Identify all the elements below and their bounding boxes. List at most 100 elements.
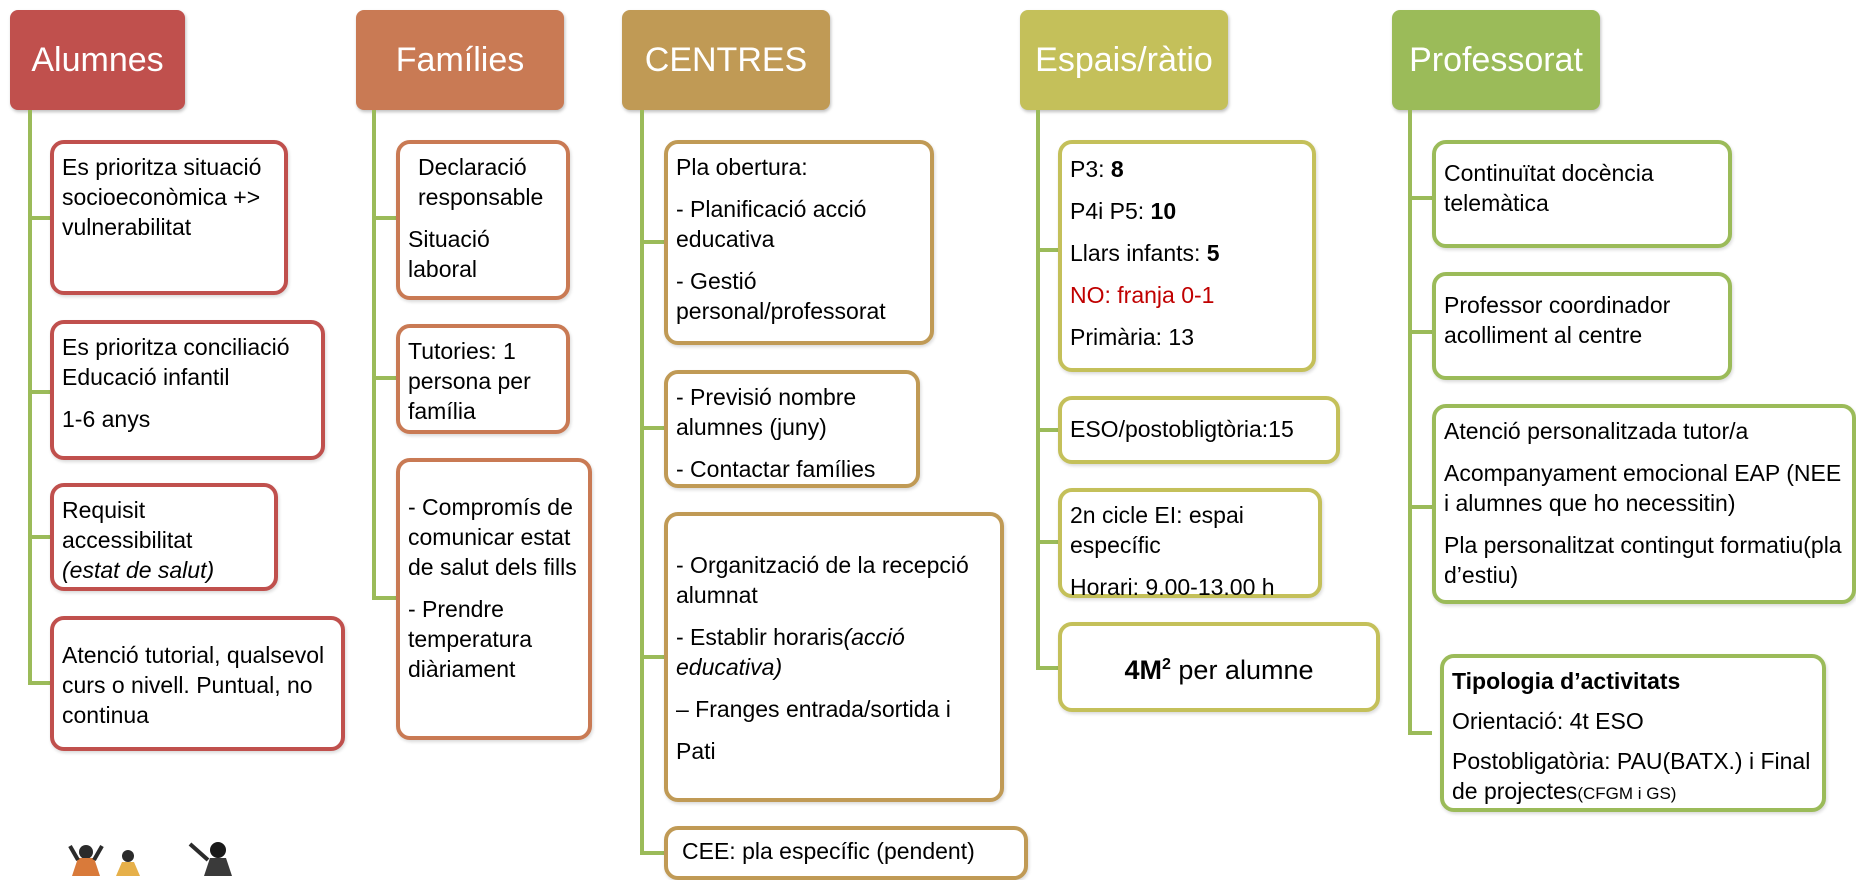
alumnes-box-conciliacio: Es prioritza conciliació Educació infant… (50, 320, 325, 460)
espais-text-cicle: 2n cicle EI: espai específic (1070, 502, 1244, 558)
espais-text-p3: P3: 8 (1070, 154, 1304, 184)
connector-families-vertical (372, 110, 376, 600)
espais-text-no-franja: NO: franja 0-1 (1070, 282, 1215, 308)
centres-text-pati: Pati (676, 738, 716, 764)
alumnes-text-edat: 1-6 anys (62, 406, 151, 432)
families-box-declaracio: Declaració responsable Situació laboral (396, 140, 570, 300)
professorat-box-atencio: Atenció personalitzada tutor/a Acompanya… (1432, 404, 1856, 604)
connector (28, 535, 50, 539)
espais-text-eso: ESO/postobligtòria:15 (1070, 416, 1294, 442)
espais-m2-sup: 2 (1162, 655, 1171, 673)
centres-text-cee: CEE: pla específic (pendent) (682, 838, 975, 864)
connector-professorat-vertical (1408, 110, 1412, 735)
espais-text-llars: Llars infants: 5 (1070, 238, 1304, 268)
connector (1408, 505, 1432, 509)
families-box-tutories: Tutories: 1 persona per família (396, 324, 570, 434)
professorat-postobligatoria-small: (CFGM i GS) (1577, 784, 1677, 803)
espais-label-llars: Llars infants: (1070, 240, 1207, 266)
connector (640, 426, 664, 430)
connector (640, 240, 664, 244)
centres-text-horaris-label: - Establir horaris (676, 624, 844, 650)
espais-box-ratios: P3: 8 P4i P5: 10 Llars infants: 5 NO: fr… (1058, 140, 1316, 372)
centres-text-pla-obertura: Pla obertura: (676, 154, 808, 180)
espais-m2-rest: per alumne (1170, 654, 1314, 685)
centres-text-accio-educativa: (acció educativa) (676, 624, 905, 680)
connector (1036, 666, 1060, 670)
centres-box-previsio: - Previsió nombre alumnes (juny) - Conta… (664, 370, 920, 488)
connector (372, 216, 396, 220)
centres-text-organitzacio: - Organització de la recepció alumnat (676, 552, 969, 608)
connector (1408, 731, 1432, 735)
alumnes-text-requisit: Requisit accessibilitat (62, 497, 193, 553)
connector (1408, 196, 1432, 200)
professorat-text-orientacio: Orientació: 4t ESO (1452, 708, 1644, 734)
families-text-temperatura: - Prendre temperatura diàriament (408, 596, 533, 682)
header-alumnes: Alumnes (10, 10, 185, 110)
centres-box-pla-obertura: Pla obertura: - Planificació acció educa… (664, 140, 934, 345)
centres-text-horaris: - Establir horaris(acció educativa) (676, 622, 992, 682)
alumnes-box-accessibilitat: Requisit accessibilitat (estat de salut) (50, 483, 278, 591)
families-text-compromis: - Compromís de comunicar estat de salut … (408, 494, 577, 580)
professorat-text-postobligatoria: Postobligatòria: PAU(BATX.) i Final de p… (1452, 746, 1814, 809)
alumnes-text-socioeconomica: Es prioritza situació socioeconòmica +> … (62, 154, 262, 240)
espais-label-p3: P3: (1070, 156, 1111, 182)
espais-value-llars: 5 (1206, 240, 1220, 266)
alumnes-box-socioeconomica: Es prioritza situació socioeconòmica +> … (50, 140, 288, 295)
connector (28, 681, 50, 685)
alumnes-text-conciliacio: Es prioritza conciliació Educació infant… (62, 334, 290, 390)
professorat-text-continuitat: Continuïtat docència telemàtica (1444, 160, 1654, 216)
espais-value-p4p5: 10 (1150, 198, 1177, 224)
professorat-text-acompanyament: Acompanyament emocional EAP (NEE i alumn… (1444, 460, 1842, 516)
connector (1036, 248, 1060, 252)
families-box-compromis: - Compromís de comunicar estat de salut … (396, 458, 592, 740)
professorat-text-pla-personalitzat: Pla personalitzat contingut formatiu(pla… (1444, 532, 1842, 588)
families-text-declaracio: Declaració responsable (418, 154, 544, 210)
centres-text-planificacio: - Planificació acció educativa (676, 196, 867, 252)
connector-centres-vertical (640, 110, 644, 855)
espais-m2-value: 4M (1124, 654, 1162, 685)
connector (372, 596, 396, 600)
alumnes-box-atencio-tutorial: Atenció tutorial, qualsevol curs o nivel… (50, 616, 345, 751)
professorat-box-coordinador: Professor coordinador acolliment al cent… (1432, 272, 1732, 380)
professorat-text-coordinador: Professor coordinador acolliment al cent… (1444, 292, 1671, 348)
centres-box-cee: CEE: pla específic (pendent) (664, 826, 1028, 880)
connector (1036, 540, 1060, 544)
alumnes-text-atencio-tutorial: Atenció tutorial, qualsevol curs o nivel… (62, 642, 325, 728)
connector (640, 851, 664, 855)
connector (1036, 428, 1060, 432)
connector (372, 376, 396, 380)
connector (28, 390, 50, 394)
espais-value-p3: 8 (1110, 156, 1124, 182)
espais-text-horari: Horari: 9.00-13.00 h (1070, 574, 1275, 600)
connector (28, 216, 50, 220)
espais-box-eso: ESO/postobligtòria:15 (1058, 396, 1340, 464)
centres-text-franges: – Franges entrada/sortida i (676, 696, 951, 722)
espais-text-primaria: Primària: 13 (1070, 324, 1194, 350)
alumnes-text-estat-salut: (estat de salut) (62, 557, 215, 583)
header-espais-ratio: Espais/ràtio (1020, 10, 1228, 110)
centres-box-organitzacio: - Organització de la recepció alumnat - … (664, 512, 1004, 802)
espais-text-m2: 4M2 per alumne (1124, 650, 1313, 685)
connector-espais-vertical (1036, 110, 1040, 670)
connector-alumnes-vertical (28, 110, 32, 685)
professorat-text-atencio: Atenció personalitzada tutor/a (1444, 418, 1749, 444)
espais-text-p4p5: P4i P5: 10 (1070, 196, 1304, 226)
header-centres: CENTRES (622, 10, 830, 110)
espais-box-cicle: 2n cicle EI: espai específic Horari: 9.0… (1058, 488, 1322, 600)
centres-text-previsio: - Previsió nombre alumnes (juny) (676, 384, 857, 440)
connector (1408, 330, 1432, 334)
professorat-text-tipologia: Tipologia d’activitats (1452, 668, 1681, 694)
professorat-box-continuitat: Continuïtat docència telemàtica (1432, 140, 1732, 248)
professorat-postobligatoria-main: Postobligatòria: PAU(BATX.) i Final de p… (1452, 748, 1811, 804)
professorat-box-tipologia: Tipologia d’activitats Orientació: 4t ES… (1440, 654, 1826, 812)
centres-text-gestio: - Gestió personal/professorat (676, 268, 886, 324)
espais-label-p4p5: P4i P5: (1070, 198, 1151, 224)
header-families: Famílies (356, 10, 564, 110)
families-text-tutories: Tutories: 1 persona per família (408, 338, 531, 424)
centres-text-contactar: - Contactar famílies (676, 456, 876, 482)
people-illustration (68, 842, 232, 876)
families-text-situacio-laboral: Situació laboral (408, 226, 490, 282)
header-professorat: Professorat (1392, 10, 1600, 110)
espais-box-m2: 4M2 per alumne (1058, 622, 1380, 712)
connector (640, 655, 664, 659)
